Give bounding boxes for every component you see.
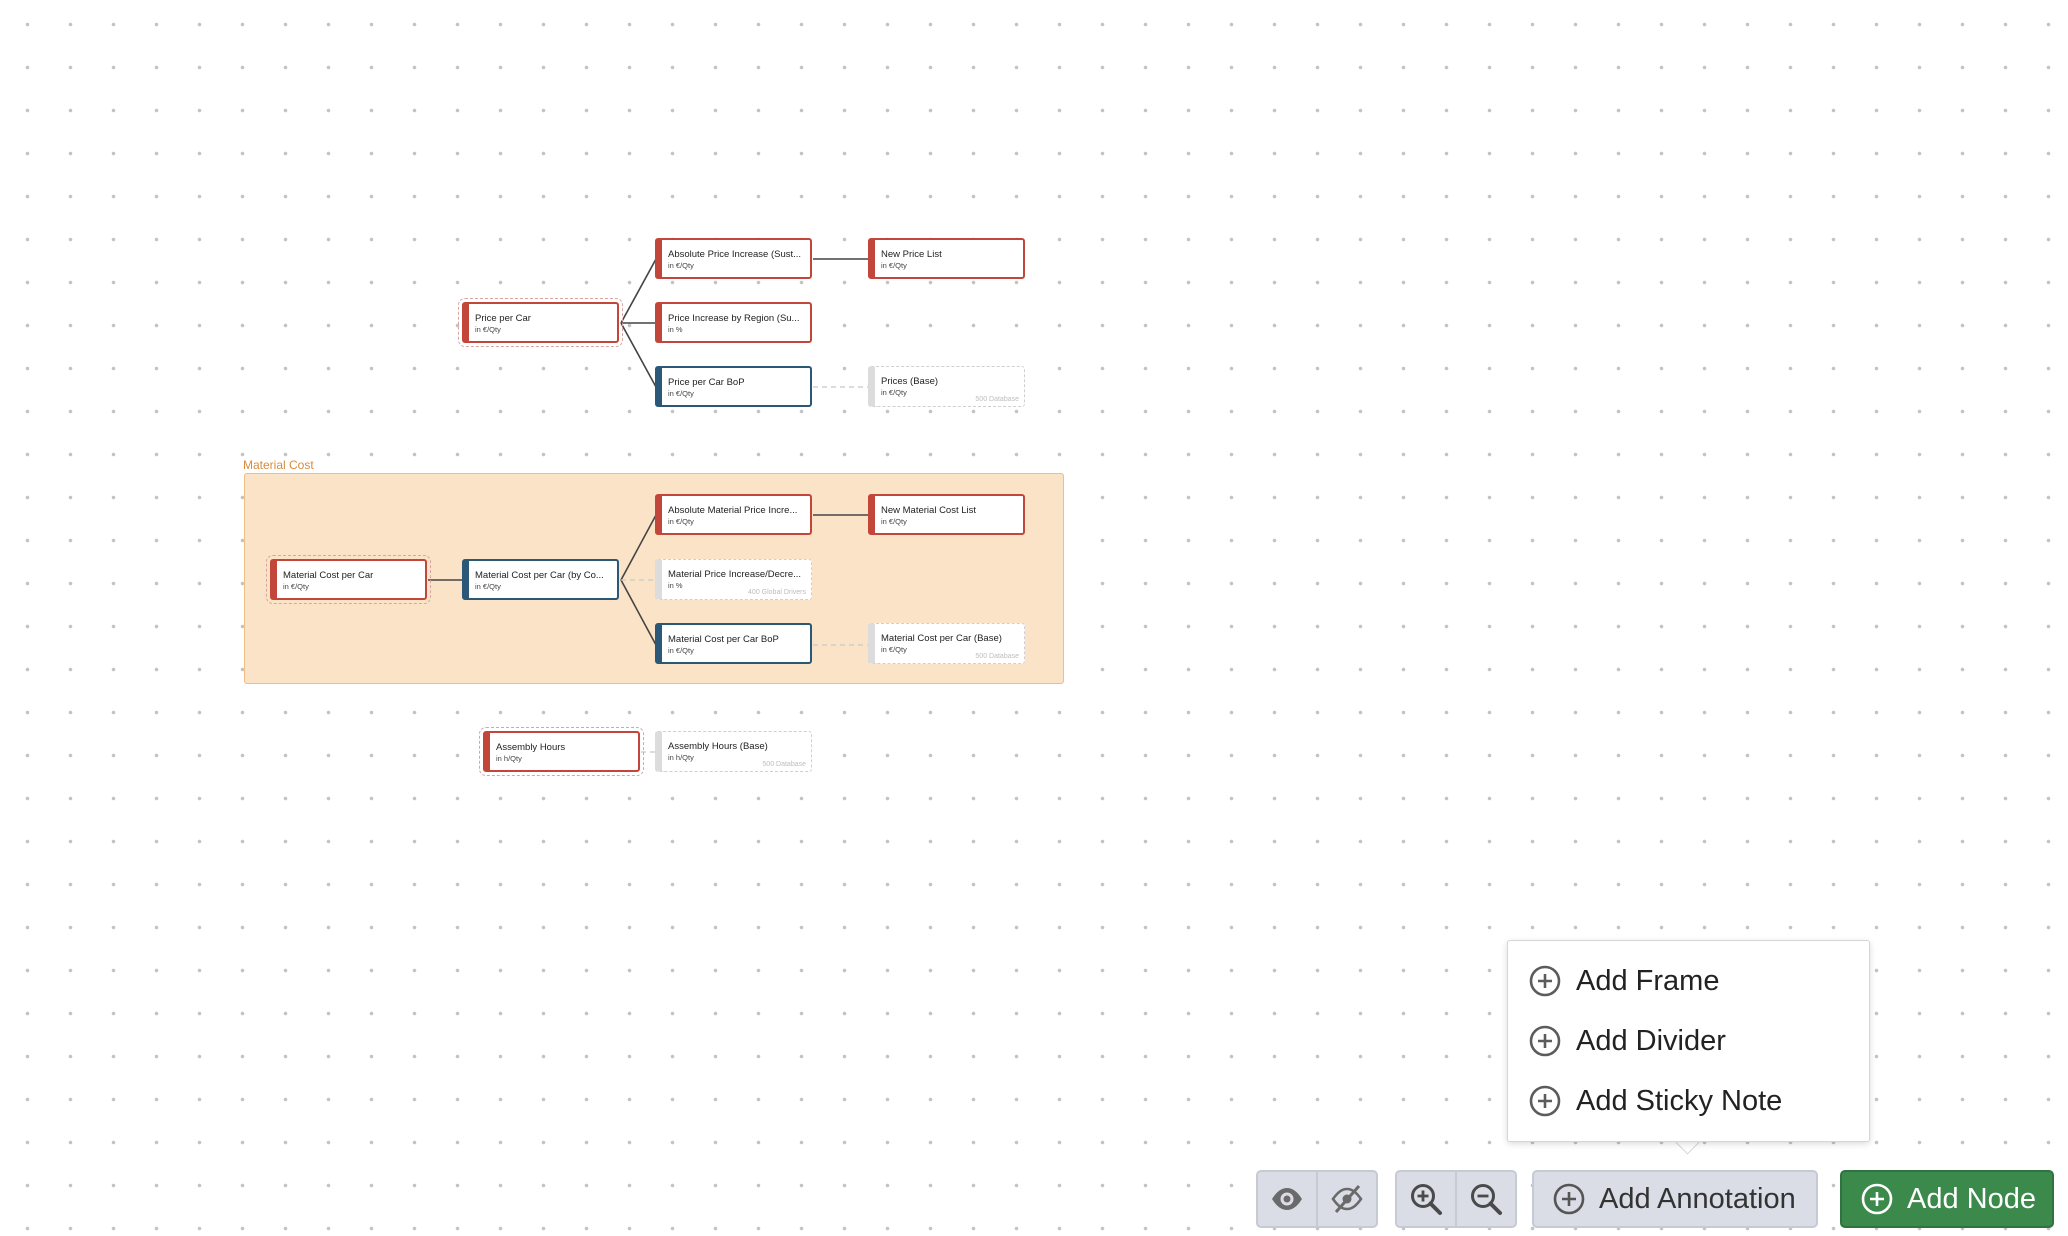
node-new-price-list[interactable]: New Price List in €/Qty bbox=[868, 238, 1025, 279]
node-new-material-cost-list[interactable]: New Material Cost List in €/Qty bbox=[868, 494, 1025, 535]
menu-item-add-frame[interactable]: Add Frame bbox=[1528, 957, 1848, 1005]
plus-circle-icon bbox=[1861, 1183, 1893, 1215]
plus-circle-icon bbox=[1529, 1025, 1561, 1057]
add-annotation-button[interactable]: Add Annotation bbox=[1532, 1170, 1818, 1228]
node-price-per-car-bop[interactable]: Price per Car BoP in €/Qty bbox=[655, 366, 812, 407]
zoom-out-icon bbox=[1471, 1184, 1502, 1215]
node-material-price-increase[interactable]: Material Price Increase/Decre... in % 40… bbox=[655, 559, 812, 600]
eye-icon bbox=[1272, 1188, 1302, 1210]
node-material-cost-per-car-bop[interactable]: Material Cost per Car BoP in €/Qty bbox=[655, 623, 812, 664]
plus-circle-icon bbox=[1529, 1085, 1561, 1117]
node-material-cost-per-car[interactable]: Material Cost per Car in €/Qty bbox=[266, 555, 431, 604]
edge bbox=[620, 258, 657, 324]
edge bbox=[620, 322, 657, 388]
node-material-cost-by-component[interactable]: Material Cost per Car (by Co... in €/Qty bbox=[462, 559, 619, 600]
menu-item-add-sticky-note[interactable]: Add Sticky Note bbox=[1528, 1077, 1848, 1125]
plus-circle-icon bbox=[1553, 1183, 1585, 1215]
zoom-group bbox=[1395, 1170, 1517, 1228]
node-assembly-hours[interactable]: Assembly Hours in h/Qty bbox=[479, 727, 644, 776]
show-button[interactable] bbox=[1258, 1172, 1316, 1226]
node-absolute-material-price-increase[interactable]: Absolute Material Price Incre... in €/Qt… bbox=[655, 494, 812, 535]
hide-button[interactable] bbox=[1316, 1172, 1376, 1226]
add-annotation-menu: Add Frame Add Divider Add Sticky Note bbox=[1507, 940, 1870, 1142]
node-prices-base[interactable]: Prices (Base) in €/Qty 500 Database bbox=[868, 366, 1025, 407]
zoom-in-button[interactable] bbox=[1397, 1172, 1455, 1226]
visibility-toggle-group bbox=[1256, 1170, 1378, 1228]
plus-circle-icon bbox=[1529, 965, 1561, 997]
menu-item-add-divider[interactable]: Add Divider bbox=[1528, 1017, 1848, 1065]
zoom-in-icon bbox=[1411, 1184, 1442, 1215]
node-absolute-price-increase[interactable]: Absolute Price Increase (Sust... in €/Qt… bbox=[655, 238, 812, 279]
eye-slash-icon bbox=[1331, 1185, 1363, 1213]
add-node-button[interactable]: Add Node bbox=[1840, 1170, 2054, 1228]
node-price-per-car[interactable]: Price per Car in €/Qty bbox=[458, 298, 623, 347]
node-price-increase-by-region[interactable]: Price Increase by Region (Su... in % bbox=[655, 302, 812, 343]
node-material-cost-per-car-base[interactable]: Material Cost per Car (Base) in €/Qty 50… bbox=[868, 623, 1025, 664]
zoom-out-button[interactable] bbox=[1455, 1172, 1515, 1226]
frame-label: Material Cost bbox=[243, 458, 314, 472]
node-assembly-hours-base[interactable]: Assembly Hours (Base) in h/Qty 500 Datab… bbox=[655, 731, 812, 772]
